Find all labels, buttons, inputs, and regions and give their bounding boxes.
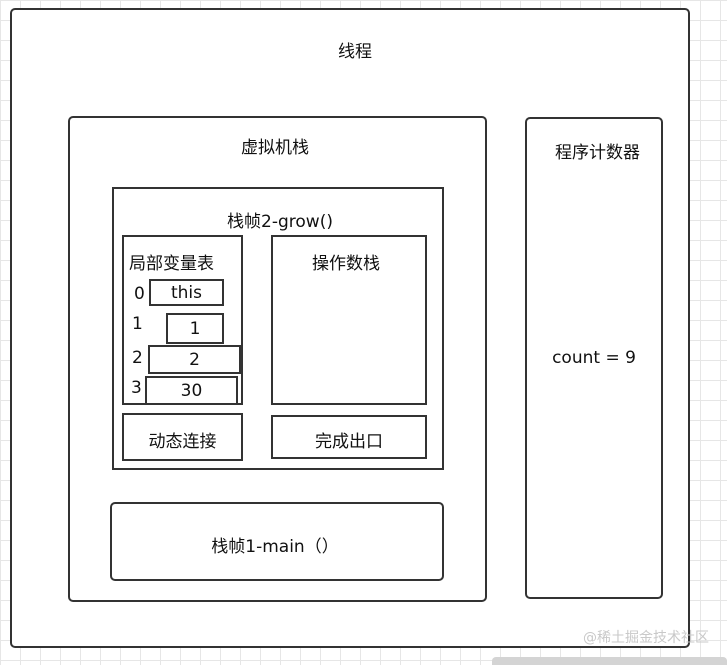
return-exit-box: [271, 415, 427, 459]
frame2-title: 栈帧2-grow(): [227, 212, 333, 232]
dynamic-link-box: [122, 413, 243, 461]
watermark: @稀土掘金技术社区: [583, 630, 709, 646]
operand-stack-title: 操作数栈: [312, 254, 380, 274]
local-var-index: 0: [134, 284, 145, 304]
thread-title: 线程: [338, 42, 372, 62]
local-var-index: 3: [131, 378, 142, 398]
frame1-title: 栈帧1-main（）: [211, 537, 339, 557]
local-var-index: 1: [132, 314, 143, 334]
local-var-cell: this: [149, 279, 224, 306]
vm-stack-title: 虚拟机栈: [241, 138, 309, 158]
program-counter-value: count = 9: [552, 348, 636, 368]
program-counter-title: 程序计数器: [555, 143, 640, 163]
horizontal-scrollbar[interactable]: [492, 657, 727, 665]
return-exit-label: 完成出口: [315, 432, 383, 452]
local-var-cell: 30: [145, 376, 238, 405]
local-vars-title: 局部变量表: [129, 254, 214, 274]
operand-stack-box: [271, 235, 427, 405]
local-var-cell: 1: [166, 313, 224, 344]
dynamic-link-label: 动态连接: [148, 432, 217, 452]
local-var-index: 2: [132, 348, 143, 368]
program-counter-box: [525, 117, 663, 599]
local-var-cell: 2: [148, 345, 241, 374]
frame1-box: [110, 502, 444, 581]
